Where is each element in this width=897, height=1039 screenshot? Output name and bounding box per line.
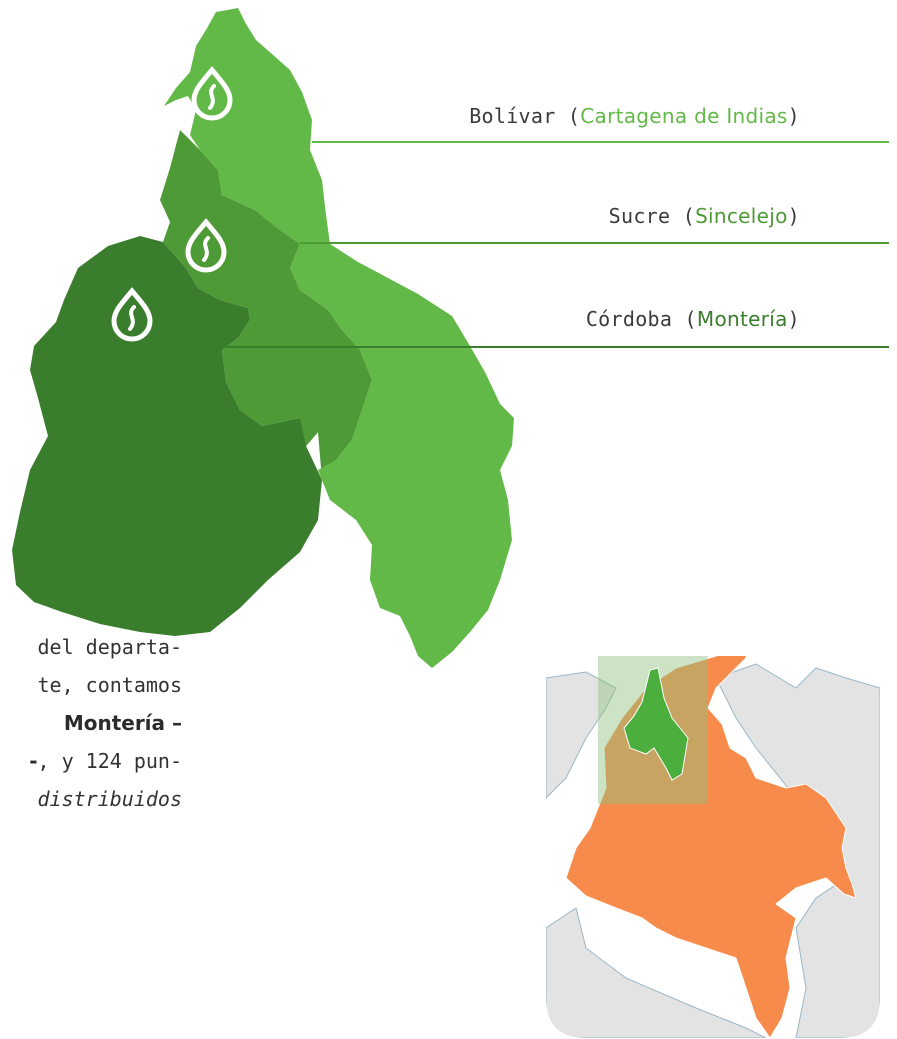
region-sucre[interactable] [160, 130, 372, 480]
body-bold-text: - [29, 749, 38, 773]
body-line: -, y 124 pun- [29, 742, 182, 780]
neighbor-land [715, 663, 880, 1038]
drop-flame-icon [111, 287, 153, 342]
region-capital: Cartagena de Indias [580, 104, 788, 128]
body-italic-text: distribuidos [37, 787, 183, 811]
body-text: , y 124 pun- [37, 749, 183, 773]
body-bold-text: Montería – [63, 711, 182, 735]
highlighted-departments [623, 667, 689, 781]
region-capital: Sincelejo [695, 204, 788, 228]
region-name: Córdoba [585, 307, 673, 331]
body-line: Montería – [29, 704, 182, 742]
region-name: Bolívar [469, 104, 556, 128]
body-line: del departa- [37, 635, 183, 659]
region-capital: Montería [696, 307, 788, 331]
neighbor-land [546, 671, 617, 800]
drop-flame-icon [185, 218, 227, 273]
inset-map-colombia [546, 656, 880, 1038]
body-line: distribuidos [29, 780, 183, 818]
body-paragraph: del departa- te, contamos Montería – -, … [29, 628, 182, 818]
label-sucre: Sucre (Sincelejo) [608, 204, 800, 228]
drop-flame-icon [191, 66, 233, 121]
region-cordoba[interactable] [12, 236, 322, 636]
label-bolivar: Bolívar (Cartagena de Indias) [469, 104, 800, 128]
body-line: te, contamos [37, 673, 183, 697]
region-name: Sucre [608, 204, 671, 228]
region-bolivar[interactable] [164, 8, 514, 668]
label-cordoba: Córdoba (Montería) [585, 307, 800, 331]
neighbor-land [546, 907, 767, 1038]
